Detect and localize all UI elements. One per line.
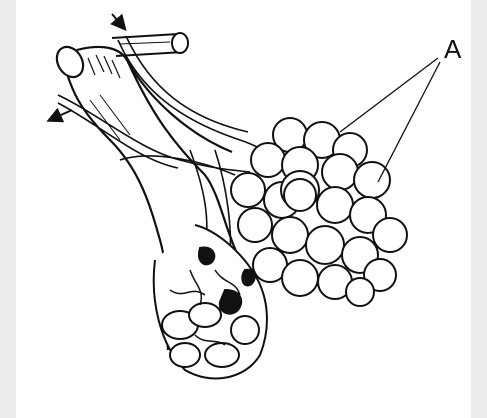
- label-a: A: [444, 34, 462, 64]
- cut-alveoli: [154, 225, 267, 378]
- inflow-arrow-icon: [112, 14, 124, 28]
- outflow-arrow-icon: [50, 110, 72, 120]
